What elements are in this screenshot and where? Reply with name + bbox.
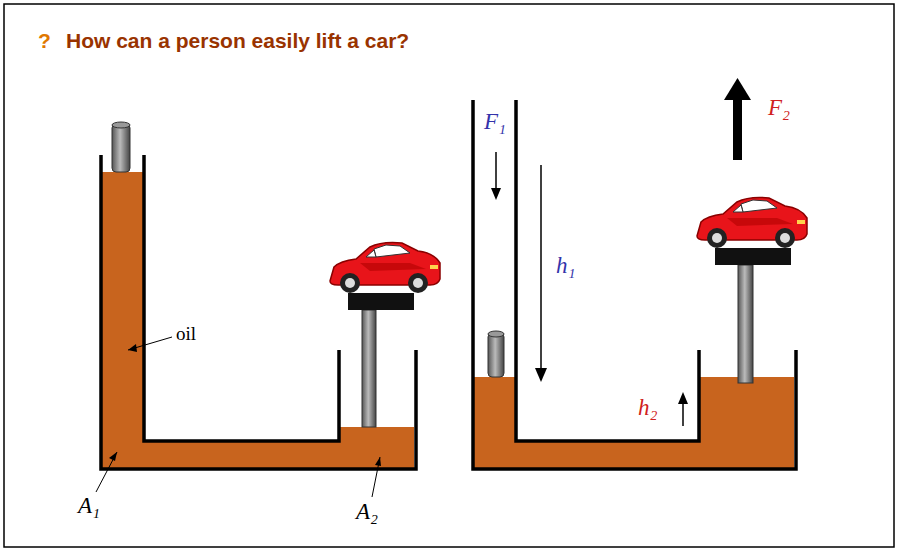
slide-title: How can a person easily lift a car? xyxy=(66,30,409,51)
height-label: h₁ xyxy=(556,254,576,277)
force-label: F₂ xyxy=(768,96,790,119)
area-label: A₂ xyxy=(356,500,378,523)
height-label: h₂ xyxy=(638,396,658,419)
area-label: A₁ xyxy=(78,494,100,517)
oil-label: oil xyxy=(176,324,196,343)
question-mark: ? xyxy=(38,30,51,51)
force-label: F₁ xyxy=(484,110,506,133)
